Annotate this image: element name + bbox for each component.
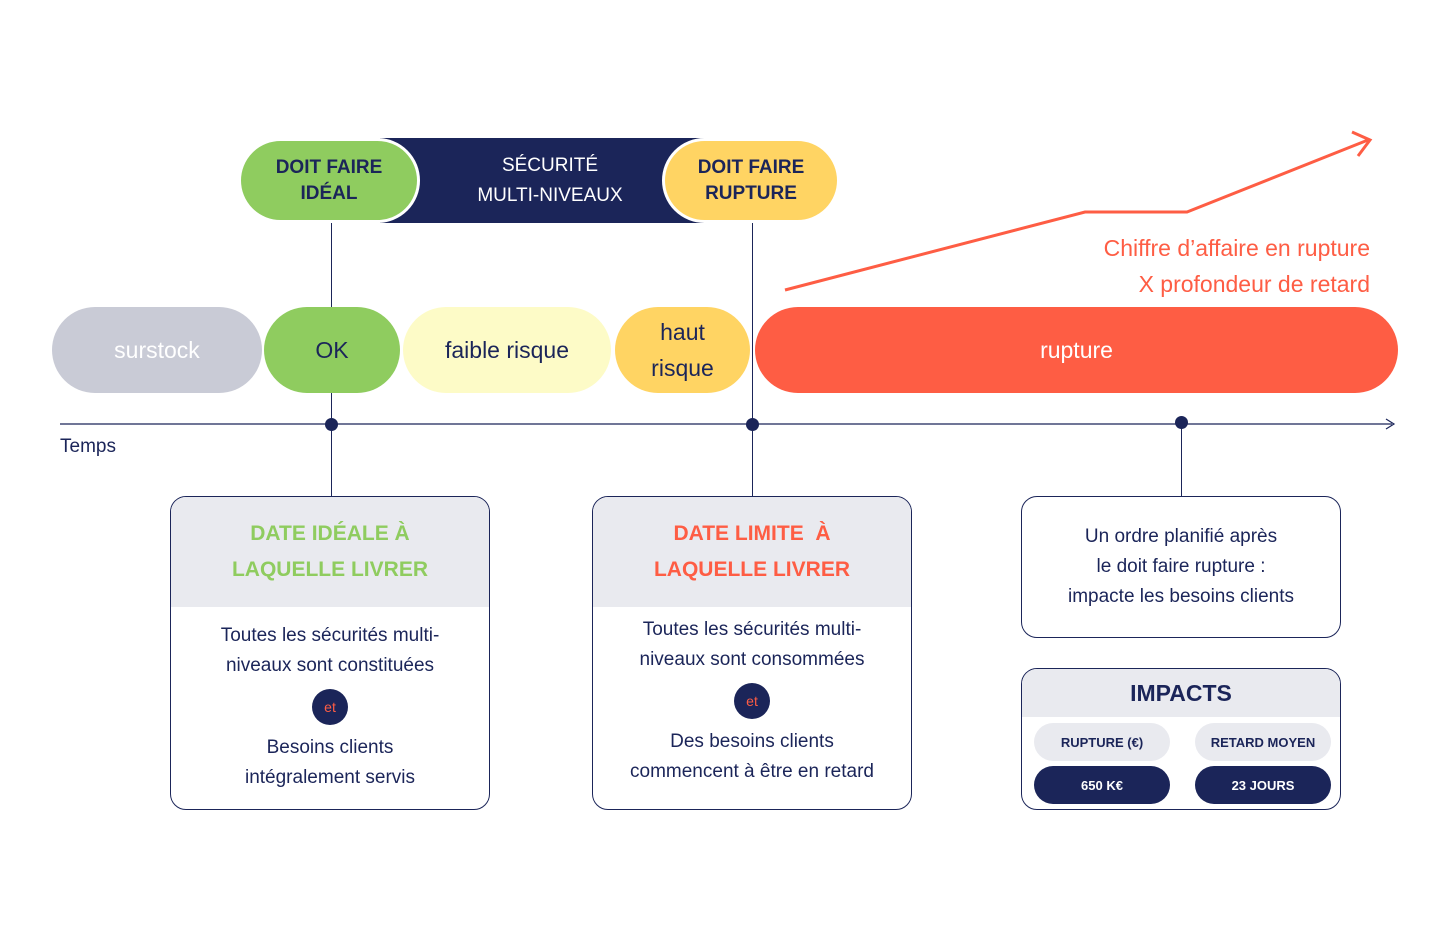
limit-date-text-line3: Des besoins clients <box>670 731 834 752</box>
rupture-pill-line1: DOIT FAIRE <box>697 156 805 178</box>
ideal-date-title-line2: LAQUELLE LIVRER <box>231 558 428 581</box>
zone-haut-risque: haut risque <box>615 307 750 393</box>
limit-date-card-header: DATE LIMITE À LAQUELLE LIVRER <box>593 497 911 607</box>
trend-label: Chiffre d’affaire en rupture X profondeu… <box>1104 230 1370 302</box>
limit-date-text-line1: Toutes les sécurités multi- <box>642 619 862 640</box>
late-order-note-line1: Un ordre planifié après <box>1084 526 1278 547</box>
trend-arrow <box>784 138 1369 292</box>
ideal-pill: DOIT FAIRE IDÉAL <box>238 138 420 223</box>
ideal-date-text-line1: Toutes les sécurités multi- <box>220 625 440 646</box>
late-order-note-line2: le doit faire rupture : <box>1096 556 1266 577</box>
trend-arrowhead <box>1351 130 1373 157</box>
ideal-pill-line2: IDÉAL <box>300 182 358 204</box>
and-badge: et <box>734 683 770 719</box>
axis-dot-late <box>1175 416 1188 429</box>
impacts-card: IMPACTS RUPTURE (€) RETARD MOYEN 650 K€ … <box>1021 668 1341 810</box>
limit-date-card: DATE LIMITE À LAQUELLE LIVRER Toutes les… <box>592 496 912 810</box>
axis-dot-ideal <box>325 418 338 431</box>
zone-ok: OK <box>264 307 400 393</box>
ideal-connector-bottom <box>331 393 332 496</box>
rupture-connector <box>752 223 753 496</box>
impact-rupture-value: 650 K€ <box>1034 766 1170 804</box>
zone-haut-line1: haut <box>660 319 705 345</box>
zone-surstock: surstock <box>52 307 262 393</box>
security-label-line1: SÉCURITÉ <box>501 154 599 176</box>
ideal-date-text-line4: intégralement servis <box>244 767 416 788</box>
zone-haut-line2: risque <box>651 355 714 381</box>
trend-label-line1: Chiffre d’affaire en rupture <box>1103 235 1370 261</box>
ideal-date-text-line2: niveaux sont constituées <box>225 655 435 676</box>
ideal-date-card: DATE IDÉALE À LAQUELLE LIVRER Toutes les… <box>170 496 490 810</box>
limit-date-text-line2: niveaux sont consommées <box>639 649 865 670</box>
rupture-pill-line2: RUPTURE <box>705 182 797 204</box>
ideal-date-card-body: Toutes les sécurités multi- niveaux sont… <box>171 607 489 793</box>
ideal-connector-top <box>331 223 332 307</box>
ideal-date-title-line1: DATE IDÉALE À <box>250 522 410 545</box>
limit-date-card-body: Toutes les sécurités multi- niveaux sont… <box>593 607 911 787</box>
ideal-date-card-header: DATE IDÉALE À LAQUELLE LIVRER <box>171 497 489 607</box>
limit-date-text-line4: commencent à être en retard <box>630 761 874 782</box>
time-axis-arrowhead <box>1385 418 1396 430</box>
limit-date-title-line1: DATE LIMITE À <box>673 522 831 545</box>
ideal-date-text-line3: Besoins clients <box>266 737 394 758</box>
impact-rupture-label: RUPTURE (€) <box>1034 723 1170 761</box>
rupture-pill: DOIT FAIRE RUPTURE <box>662 138 840 223</box>
axis-dot-rupture <box>746 418 759 431</box>
and-badge: et <box>312 689 348 725</box>
late-order-note-line3: impacte les besoins clients <box>1068 586 1294 607</box>
late-order-note-card: Un ordre planifié après le doit faire ru… <box>1021 496 1341 638</box>
security-label-line2: MULTI-NIVEAUX <box>477 184 623 206</box>
trend-label-line2: X profondeur de retard <box>1138 271 1370 297</box>
axis-label: Temps <box>60 436 116 457</box>
note-connector <box>1181 424 1182 496</box>
zone-faible-risque: faible risque <box>403 307 611 393</box>
limit-date-title-line2: LAQUELLE LIVRER <box>653 558 850 581</box>
impacts-title: IMPACTS <box>1022 669 1340 717</box>
ideal-pill-line1: DOIT FAIRE <box>275 156 383 178</box>
impact-retard-value: 23 JOURS <box>1195 766 1331 804</box>
impact-retard-label: RETARD MOYEN <box>1195 723 1331 761</box>
zone-rupture: rupture <box>755 307 1398 393</box>
